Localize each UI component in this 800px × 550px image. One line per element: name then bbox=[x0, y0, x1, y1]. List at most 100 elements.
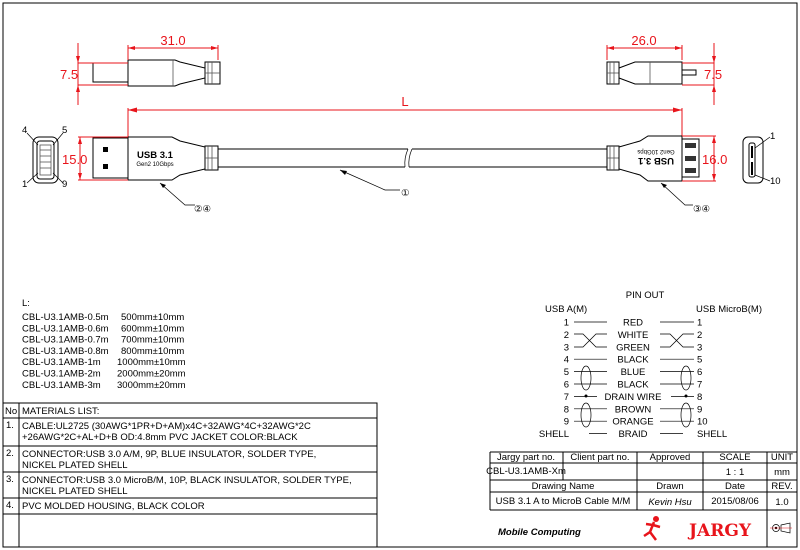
wire-color: ORANGE bbox=[612, 417, 653, 428]
pinout-right-header: USB MicroB(M) bbox=[696, 304, 762, 315]
dimension-b-length: 26.0 bbox=[606, 33, 683, 60]
pin-b: 10 bbox=[697, 417, 708, 428]
pin-a: SHELL bbox=[539, 429, 569, 440]
dimension-a-height: 7.5 bbox=[60, 43, 128, 105]
runner-logo-icon bbox=[643, 516, 661, 541]
unit-label: UNIT bbox=[771, 452, 793, 463]
pin-b: 1 bbox=[697, 318, 702, 329]
wire-color: GREEN bbox=[616, 342, 650, 353]
approved-label: Approved bbox=[650, 452, 691, 463]
material-no: 1. bbox=[6, 420, 14, 431]
length-value: 2000mm±20mm bbox=[117, 369, 186, 380]
pin-label: 1 bbox=[22, 179, 27, 190]
pin-label: 4 bbox=[22, 125, 27, 136]
molding-subtext-b: Gen2 10Gbps bbox=[637, 148, 674, 154]
material-description: NICKEL PLATED SHELL bbox=[22, 486, 128, 497]
cable bbox=[218, 148, 607, 168]
material-no: 4. bbox=[6, 500, 14, 511]
length-list-title: L: bbox=[22, 298, 30, 309]
pinout-left-header: USB A(M) bbox=[545, 304, 587, 315]
client-part-label: Client part no. bbox=[570, 452, 629, 463]
scale-label: SCALE bbox=[719, 452, 750, 463]
connector-b-side-view bbox=[606, 61, 697, 85]
pin-b: SHELL bbox=[697, 429, 727, 440]
callout-connector-a-label: ②④ bbox=[194, 204, 212, 215]
callout-cable-label: ① bbox=[401, 188, 410, 199]
pinout-row: 4 BLACK 5 bbox=[564, 355, 703, 366]
pin-label: 10 bbox=[770, 176, 781, 187]
mobile-computing-logo: Mobile Computing bbox=[498, 527, 581, 538]
wire-color: RED bbox=[623, 318, 643, 329]
pin-b: 5 bbox=[697, 355, 702, 366]
pin-b: 2 bbox=[697, 330, 702, 341]
pin-label: 1 bbox=[770, 131, 775, 142]
material-description: +26AWG*2C+AL+D+B OD:4.8mm PVC JACKET COL… bbox=[22, 432, 298, 443]
dim-a-width: 15.0 bbox=[62, 152, 87, 167]
dimension-b-width: 16.0 bbox=[682, 135, 727, 182]
callout-cable: ① bbox=[339, 169, 410, 199]
pin-b: 6 bbox=[697, 367, 702, 378]
wire-color: BLACK bbox=[617, 355, 649, 366]
drawn-label: Drawn bbox=[656, 481, 683, 492]
material-description: NICKEL PLATED SHELL bbox=[22, 460, 128, 471]
material-description: CONNECTOR:USB 3.0 A/M, 9P, BLUE INSULATO… bbox=[22, 449, 316, 460]
title-block: Jargy part no. Client part no. Approved … bbox=[486, 451, 797, 547]
molding-text-b: USB 3.1 bbox=[637, 155, 674, 166]
rev-label: REV. bbox=[771, 481, 792, 492]
dim-b-width: 16.0 bbox=[702, 152, 727, 167]
callout-connector-b: ③④ bbox=[660, 182, 711, 215]
drawing-name-value: USB 3.1 A to MicroB Cable M/M bbox=[496, 496, 631, 507]
callout-connector-b-label: ③④ bbox=[693, 204, 711, 215]
length-value: 1000mm±10mm bbox=[117, 357, 186, 368]
pinout-title: PIN OUT bbox=[626, 290, 665, 301]
length-value: 800mm±10mm bbox=[121, 346, 184, 357]
connector-b-front-view: USB 3.1 Gen2 10Gbps bbox=[606, 135, 700, 182]
pin-a: 5 bbox=[564, 367, 569, 378]
wire-color: BLACK bbox=[617, 380, 649, 391]
dimension-b-height: 7.5 bbox=[682, 43, 722, 105]
materials-table: No MATERIALS LIST: 1.CABLE:UL2725 (30AWG… bbox=[3, 402, 378, 547]
connector-a-side-view bbox=[92, 59, 221, 87]
pin-a: 9 bbox=[564, 417, 569, 428]
callout-connector-a: ②④ bbox=[159, 182, 212, 215]
pin-a: 6 bbox=[564, 380, 569, 391]
length-part-number: CBL-U3.1AMB-0.7m bbox=[22, 335, 109, 346]
dim-b-length: 26.0 bbox=[631, 33, 656, 48]
pin-a: 1 bbox=[564, 318, 569, 329]
length-value: 700mm±10mm bbox=[121, 335, 184, 346]
dim-a-length: 31.0 bbox=[160, 33, 185, 48]
wire-color: WHITE bbox=[618, 330, 649, 341]
length-part-number: CBL-U3.1AMB-2m bbox=[22, 369, 101, 380]
pin-a: 2 bbox=[564, 330, 569, 341]
connector-a-front-view: USB 3.1 Gen2 10Gbps bbox=[92, 136, 219, 181]
drawing-name-label: Drawing Name bbox=[532, 481, 595, 492]
dim-a-height: 7.5 bbox=[60, 67, 78, 82]
pin-b: 7 bbox=[697, 380, 702, 391]
dim-overall-length: L bbox=[401, 94, 408, 109]
end-view-a: 4 5 1 9 bbox=[22, 125, 67, 190]
pin-a: 4 bbox=[564, 355, 569, 366]
dimension-a-width: 15.0 bbox=[62, 136, 128, 181]
length-part-number: CBL-U3.1AMB-0.8m bbox=[22, 346, 109, 357]
dim-b-height: 7.5 bbox=[704, 67, 722, 82]
material-description: CONNECTOR:USB 3.0 MicroB/M, 10P, BLACK I… bbox=[22, 475, 352, 486]
material-description: CABLE:UL2725 (30AWG*1PR+D+AM)x4C+32AWG*4… bbox=[22, 421, 311, 432]
pin-a: 7 bbox=[564, 392, 569, 403]
date-label: Date bbox=[725, 481, 745, 492]
pin-label: 5 bbox=[62, 125, 67, 136]
length-value: 600mm±10mm bbox=[121, 323, 184, 334]
wire-color: BLUE bbox=[621, 367, 646, 378]
length-part-number: CBL-U3.1AMB-1m bbox=[22, 357, 101, 368]
material-no: 2. bbox=[6, 448, 14, 459]
pin-b: 8 bbox=[697, 392, 702, 403]
pin-a: 8 bbox=[564, 404, 569, 415]
materials-no-header: No bbox=[5, 406, 17, 417]
drawn-signature: Kevin Hsu bbox=[648, 497, 692, 508]
